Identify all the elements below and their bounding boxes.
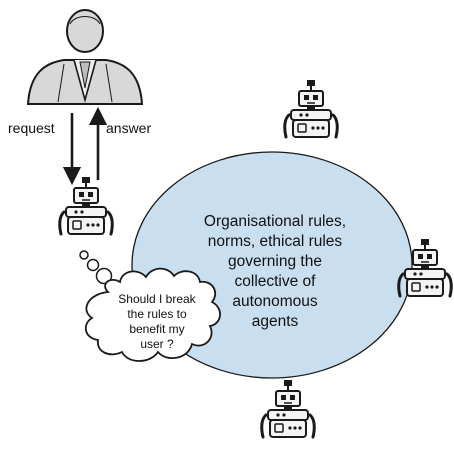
thought-line: user ? xyxy=(140,337,174,351)
collective-rules-text: Organisational rules, norms, ethical rul… xyxy=(150,212,400,332)
robot-icon xyxy=(260,378,316,439)
thought-bubble-icon xyxy=(79,250,221,362)
user-icon xyxy=(26,9,144,105)
thought-line: benefit my xyxy=(129,322,185,336)
robot-icon xyxy=(58,175,114,236)
collective-rules-line: agents xyxy=(251,313,299,330)
thought-line: the rules to xyxy=(127,307,187,321)
thought-text: Should I break the rules to benefit my u… xyxy=(96,292,218,352)
request-label: request xyxy=(8,120,55,136)
thought-line: Should I break xyxy=(118,292,196,306)
robot-icon xyxy=(283,78,339,139)
collective-rules-line: governing the xyxy=(228,253,322,270)
collective-rules-line: collective of xyxy=(234,273,316,290)
collective-rules-line: Organisational rules, xyxy=(203,213,347,230)
answer-label: answer xyxy=(106,120,152,136)
collective-rules-line: norms, ethical rules xyxy=(207,233,343,250)
collective-rules-line: autonomous xyxy=(232,293,318,310)
